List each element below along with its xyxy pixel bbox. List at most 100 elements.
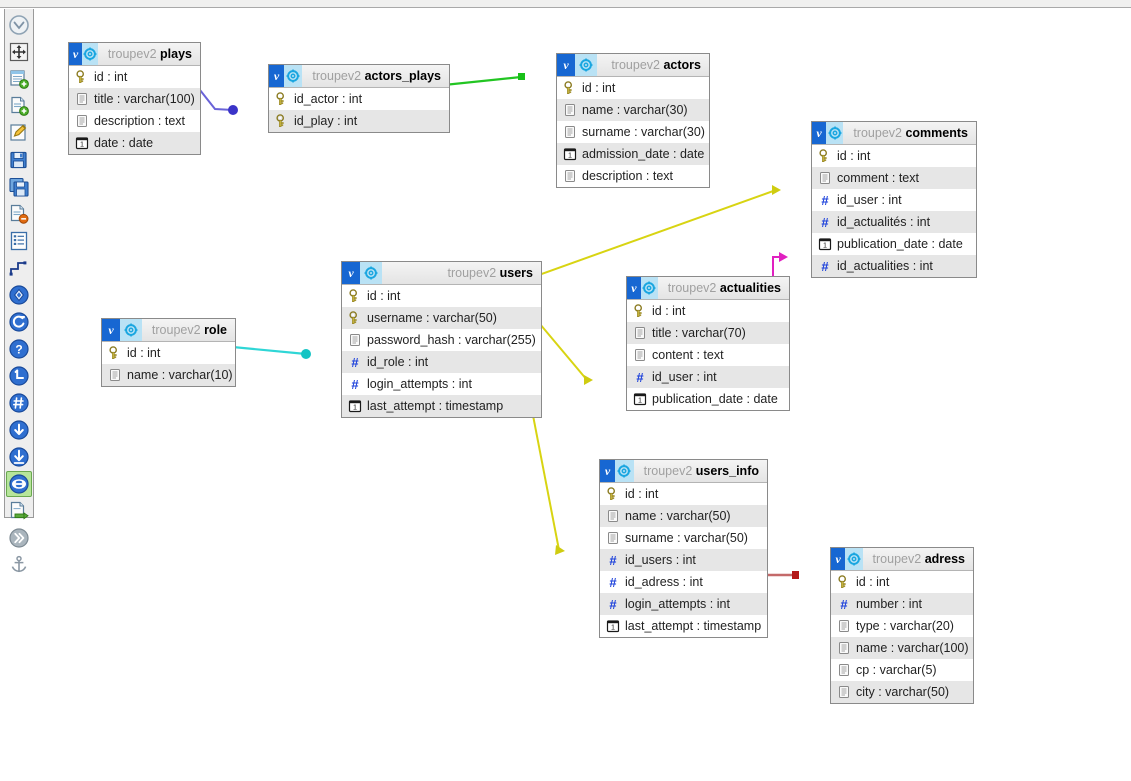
table-column-row[interactable]: id : int xyxy=(102,342,235,364)
anchor-tool[interactable] xyxy=(6,552,32,578)
new-routine-group[interactable] xyxy=(6,147,32,173)
text-icon xyxy=(562,168,578,184)
table-column-row[interactable]: surname : varchar(30) xyxy=(557,121,709,143)
gear-icon[interactable] xyxy=(615,460,634,482)
table-column-row[interactable]: type : varchar(20) xyxy=(831,615,973,637)
hand-tool[interactable] xyxy=(6,39,32,65)
gear-icon[interactable] xyxy=(575,54,597,76)
table-column-row[interactable]: comment : text xyxy=(812,167,976,189)
column-label: username : varchar(50) xyxy=(367,311,497,325)
table-column-row[interactable]: #id_user : int xyxy=(812,189,976,211)
table-column-row[interactable]: id : int xyxy=(342,285,541,307)
table-column-row[interactable]: title : varchar(100) xyxy=(69,88,200,110)
table-column-row[interactable]: id : int xyxy=(557,77,709,99)
new-view-tool[interactable] xyxy=(6,93,32,119)
table-column-row[interactable]: id : int xyxy=(812,145,976,167)
table-column-row[interactable]: id_play : int xyxy=(269,110,449,132)
gear-icon[interactable] xyxy=(360,262,382,284)
export-tool[interactable] xyxy=(6,498,32,524)
rel-place-tool[interactable] xyxy=(6,417,32,443)
gear-icon[interactable] xyxy=(82,43,98,65)
table-column-row[interactable]: id : int xyxy=(627,300,789,322)
new-layer-tool[interactable] xyxy=(6,255,32,281)
new-table-tool[interactable] xyxy=(6,66,32,92)
new-script-tool[interactable] xyxy=(6,174,32,200)
gear-icon[interactable] xyxy=(284,65,303,87)
table-column-row[interactable]: name : varchar(50) xyxy=(600,505,767,527)
table-column-row[interactable]: city : varchar(50) xyxy=(831,681,973,703)
gear-icon[interactable] xyxy=(845,548,863,570)
table-column-row[interactable]: username : varchar(50) xyxy=(342,307,541,329)
table-title-plays: troupev2 plays xyxy=(107,47,192,61)
table-column-row[interactable]: #id_actualités : int xyxy=(812,211,976,233)
table-column-row[interactable]: cp : varchar(5) xyxy=(831,659,973,681)
rel-1n-nonident[interactable] xyxy=(6,363,32,389)
table-column-row[interactable]: #login_attempts : int xyxy=(342,373,541,395)
table-column-row[interactable]: description : text xyxy=(557,165,709,187)
column-label: name : varchar(30) xyxy=(582,103,688,117)
gear-icon[interactable] xyxy=(640,277,658,299)
table-column-row[interactable]: #id_actualities : int xyxy=(812,255,976,277)
table-column-row[interactable]: name : varchar(30) xyxy=(557,99,709,121)
rel-11-nonident[interactable]: ? xyxy=(6,336,32,362)
table-column-row[interactable]: #id_adress : int xyxy=(600,571,767,593)
table-column-row[interactable]: name : varchar(100) xyxy=(831,637,973,659)
table-column-row[interactable]: name : varchar(10) xyxy=(102,364,235,386)
rel-1n-ident-tool[interactable] xyxy=(6,309,32,335)
gear-icon[interactable] xyxy=(826,122,844,144)
date-icon: 1 xyxy=(347,398,363,414)
table-column-row[interactable]: id : int xyxy=(69,66,200,88)
table-column-row[interactable]: #id_role : int xyxy=(342,351,541,373)
table-column-row[interactable]: description : text xyxy=(69,110,200,132)
table-column-row[interactable]: id : int xyxy=(600,483,767,505)
table-column-row[interactable]: surname : varchar(50) xyxy=(600,527,767,549)
table-column-row[interactable]: #number : int xyxy=(831,593,973,615)
rel-place-alt-tool[interactable] xyxy=(6,444,32,470)
table-column-row[interactable]: #id_user : int xyxy=(627,366,789,388)
table-column-row[interactable]: #login_attempts : int xyxy=(600,593,767,615)
new-note-tool[interactable] xyxy=(6,228,32,254)
table-column-row[interactable]: #id_users : int xyxy=(600,549,767,571)
erase-tool[interactable] xyxy=(6,201,32,227)
rel-11-ident-tool[interactable] xyxy=(6,282,32,308)
table-column-row[interactable]: content : text xyxy=(627,344,789,366)
table-column-row[interactable]: id : int xyxy=(831,571,973,593)
gear-icon[interactable] xyxy=(119,319,142,341)
rel-users-comments[interactable] xyxy=(504,185,781,290)
table-column-row[interactable]: password_hash : varchar(255) xyxy=(342,329,541,351)
link-oval-icon xyxy=(8,473,30,495)
table-column-row[interactable]: id_actor : int xyxy=(269,88,449,110)
expand-tool[interactable] xyxy=(6,525,32,551)
rel-connect-tool[interactable] xyxy=(6,471,32,497)
table-column-row[interactable]: title : varchar(70) xyxy=(627,322,789,344)
diagram-toolbar[interactable]: ? xyxy=(4,9,34,573)
pointer-tool[interactable] xyxy=(6,12,32,38)
rel-nm-tool[interactable] xyxy=(6,390,32,416)
new-routine-tool[interactable] xyxy=(6,120,32,146)
